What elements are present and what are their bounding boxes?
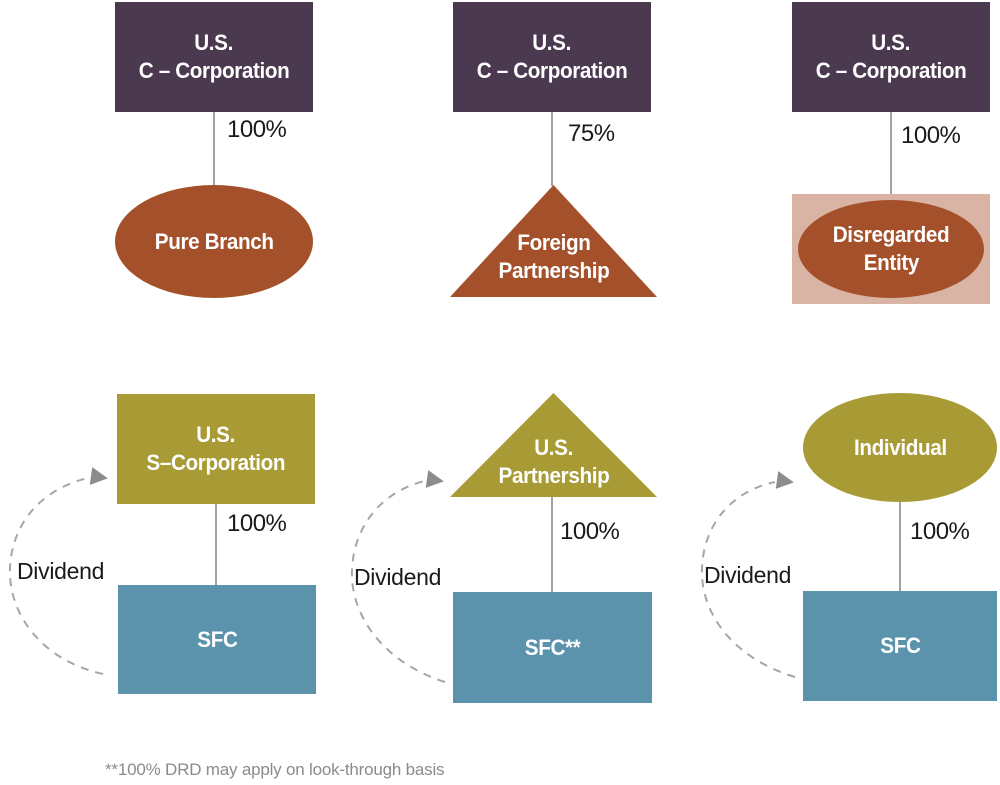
dividend-label: Dividend [704, 562, 792, 588]
node-label-line: C – Corporation [138, 58, 290, 83]
ownership-percent-label: 100% [560, 518, 620, 545]
node-label-line: Foreign [516, 230, 591, 255]
node-label-line: U.S. [534, 435, 573, 460]
dividend-arrowhead-icon [425, 470, 444, 488]
node-label-line: S–Corporation [146, 450, 286, 475]
dividend-label: Dividend [354, 564, 442, 590]
node-label-line: U.S. [871, 30, 911, 55]
ownership-percent-label: 100% [227, 116, 287, 143]
node-label-line: C – Corporation [476, 58, 628, 83]
node-disregarded-entity-background: Disregarded Entity [792, 194, 990, 304]
node-label-line: Partnership [498, 463, 609, 488]
node-label-line: C – Corporation [815, 58, 967, 83]
node-label-line: SFC** [524, 634, 581, 660]
node-pure-branch: Pure Branch [115, 185, 313, 298]
dividend-arrowhead-icon [775, 471, 794, 489]
node-sfc-1: SFC [118, 585, 316, 694]
node-us-partnership: U.S. Partnership [450, 393, 657, 497]
node-label-line: Pure Branch [154, 228, 274, 254]
node-sfc-2: SFC** [453, 592, 652, 703]
node-label-line: Disregarded [832, 222, 950, 247]
node-us-c-corporation-3: U.S. C – Corporation [792, 2, 990, 112]
node-label-line: SFC [879, 633, 921, 658]
dividend-arrowhead-icon [89, 467, 108, 485]
node-label-line: U.S. [194, 30, 234, 55]
node-label-line: U.S. [196, 422, 236, 447]
node-disregarded-entity: Disregarded Entity [798, 200, 984, 298]
ownership-percent-label: 100% [910, 518, 970, 545]
node-us-c-corporation-2: U.S. C – Corporation [453, 2, 651, 112]
node-label-line: U.S. [532, 30, 572, 55]
node-individual: Individual [803, 393, 997, 502]
node-label-line: SFC [196, 626, 238, 652]
node-label-line: Individual [853, 434, 947, 460]
ownership-percent-label: 75% [568, 120, 615, 147]
dividend-label: Dividend [17, 558, 105, 584]
node-sfc-3: SFC [803, 591, 997, 701]
node-label-line: Partnership [498, 258, 609, 283]
node-label-line: Entity [863, 250, 919, 275]
ownership-percent-label: 100% [227, 510, 287, 537]
ownership-percent-label: 100% [901, 122, 961, 149]
node-us-s-corporation: U.S. S–Corporation [117, 394, 315, 504]
node-us-c-corporation-1: U.S. C – Corporation [115, 2, 313, 112]
node-foreign-partnership: Foreign Partnership [450, 185, 657, 297]
footnote-text: **100% DRD may apply on look-through bas… [105, 760, 445, 779]
